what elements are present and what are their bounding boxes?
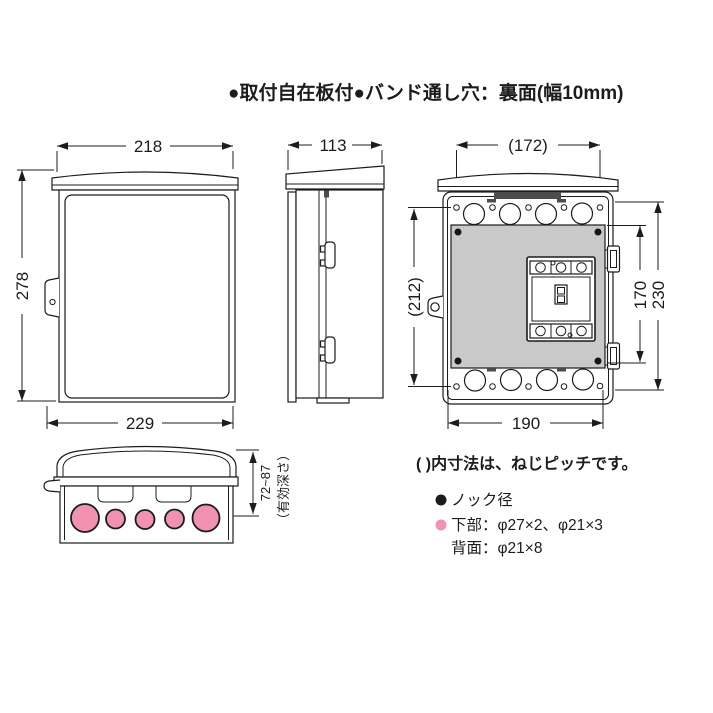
knockout-small xyxy=(134,509,156,530)
back-view: (172) xyxy=(405,136,668,433)
back-dim-screw-pitch-width-label: (172) xyxy=(508,136,548,155)
knockout-large xyxy=(70,503,100,533)
plate-screw xyxy=(594,228,602,236)
back-dim-plate-height: 170 xyxy=(607,225,650,364)
screw-pitch-note: ( )内寸法は、ねじピッチです。 xyxy=(416,454,638,473)
bottom-latch-tab xyxy=(43,479,61,493)
knockout-large xyxy=(191,503,221,533)
front-latch xyxy=(44,277,60,318)
side-flange-lines xyxy=(318,190,327,398)
front-dim-width-body: 218 xyxy=(56,137,234,172)
front-view: 218 278 229 xyxy=(13,137,239,433)
back-dim-body-height-label: 230 xyxy=(649,281,668,309)
back-dim-body-width-label: 190 xyxy=(512,414,540,433)
black-bullet-icon xyxy=(435,494,447,506)
breaker-terminals-top xyxy=(529,260,593,275)
breaker-terminals-bottom xyxy=(529,323,593,339)
padlock-hole xyxy=(49,298,56,306)
bottom-lid xyxy=(53,445,239,487)
breaker-face xyxy=(531,276,591,322)
back-dim-plate-height-label: 170 xyxy=(631,281,650,309)
front-lid xyxy=(51,171,239,191)
knock-back-spec: 背面：φ21×8 xyxy=(451,539,542,557)
side-dim-depth: 113 xyxy=(287,136,383,170)
front-door xyxy=(64,194,230,399)
side-view: 113 xyxy=(285,136,385,404)
back-knockouts-bottom xyxy=(453,368,604,392)
front-dim-width-overall-label: 229 xyxy=(126,414,154,433)
plate-screw xyxy=(454,228,462,236)
front-dim-width-body-label: 218 xyxy=(134,137,162,156)
pink-bullet-icon xyxy=(435,519,447,531)
back-latch-clip-top xyxy=(605,245,621,273)
bottom-dim-effective-depth: 72~87 （有効深さ） xyxy=(233,448,291,526)
front-dim-height-label: 278 xyxy=(13,272,32,300)
bottom-knockouts xyxy=(70,503,221,533)
band-slots xyxy=(97,486,192,503)
side-lid xyxy=(285,165,385,190)
band-slot-top xyxy=(494,192,561,199)
back-lid xyxy=(437,172,619,192)
notes-block: ( )内寸法は、ねじピッチです。 ノック径 下部：φ27×2、φ21×3 背面：… xyxy=(416,454,638,557)
breaker-toggle xyxy=(554,284,568,305)
side-latch-clip-bottom xyxy=(319,336,336,364)
bottom-dim-effective-depth-label: 72~87 xyxy=(258,465,273,502)
plate-screw xyxy=(594,357,602,365)
plate-screw xyxy=(454,357,462,365)
side-dim-depth-label: 113 xyxy=(319,136,346,155)
knockout-small xyxy=(105,508,126,530)
back-knockouts-top xyxy=(453,199,604,226)
product-feature-note: ●取付自在板付●バンド通し穴：裏面(幅10mm) xyxy=(228,81,623,104)
side-door-panel xyxy=(287,191,297,403)
back-dim-screw-pitch-height: (212) xyxy=(405,207,451,387)
bottom-dim-effective-depth-caption: （有効深さ） xyxy=(276,448,291,526)
front-dim-height: 278 xyxy=(13,169,56,402)
back-dim-body-height: 230 xyxy=(615,201,668,391)
knockout-small xyxy=(164,508,185,530)
back-dim-screw-pitch-width: (172) xyxy=(456,136,601,202)
side-foot xyxy=(316,397,350,404)
back-dim-screw-pitch-height-label: (212) xyxy=(405,277,424,317)
side-top-catch xyxy=(324,190,329,198)
back-latch-clip-bottom xyxy=(605,342,621,370)
bottom-view: 72~87 （有効深さ） xyxy=(43,445,291,544)
knock-title: ノック径 xyxy=(451,491,513,509)
side-body xyxy=(295,189,384,399)
back-hinge-tab xyxy=(427,295,444,319)
side-latch-clip-top xyxy=(319,241,336,269)
knock-bottom-spec: 下部：φ27×2、φ21×3 xyxy=(451,516,603,534)
front-dim-width-overall: 229 xyxy=(46,406,234,433)
circuit-breaker xyxy=(526,256,596,342)
back-dim-body-width: 190 xyxy=(447,390,604,433)
